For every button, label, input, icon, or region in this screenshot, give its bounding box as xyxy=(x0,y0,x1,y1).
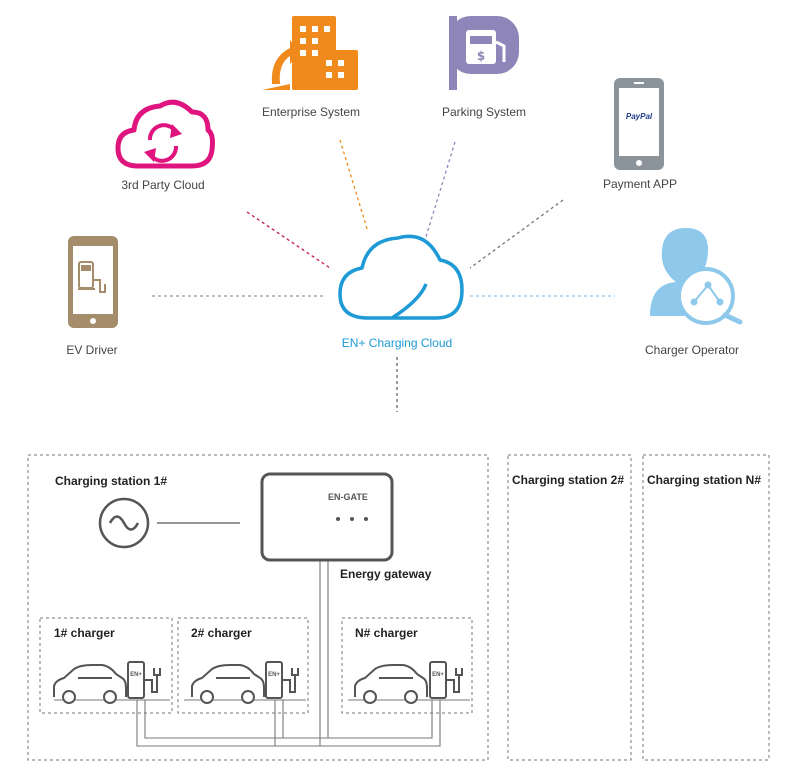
parking-label: Parking System xyxy=(441,105,527,119)
charger-logo-text: EN+ xyxy=(130,672,142,678)
station-n-frame xyxy=(642,454,770,761)
charger-logo-text: EN+ xyxy=(432,672,444,678)
station-n-title: Charging station N# xyxy=(647,473,762,487)
station-1-frame xyxy=(27,454,489,761)
station-2-title: Charging station 2# xyxy=(512,473,625,487)
link-third-party xyxy=(246,211,331,269)
link-enterprise xyxy=(339,139,369,233)
charging-pile-icon xyxy=(265,661,299,699)
charger-n-frame xyxy=(341,617,473,714)
gateway-badge: EN-GATE xyxy=(328,492,368,502)
car-icon xyxy=(354,664,428,704)
link-payment xyxy=(469,199,564,269)
gateway-caption: Energy gateway xyxy=(340,567,432,581)
operator-label: Charger Operator xyxy=(644,343,740,357)
charging-pile-icon xyxy=(429,661,463,699)
charging-cloud-label: EN+ Charging Cloud xyxy=(341,336,453,350)
charger-1-frame xyxy=(39,617,173,714)
link-parking xyxy=(424,141,456,241)
car-icon xyxy=(53,664,127,704)
charger-2-title: 2# charger xyxy=(191,626,252,640)
payment-label: Payment APP xyxy=(602,177,678,191)
car-icon xyxy=(191,664,265,704)
enterprise-label: Enterprise System xyxy=(261,105,361,119)
paypal-logo: PayPal xyxy=(625,112,653,121)
charger-1-title: 1# charger xyxy=(54,626,115,640)
third-party-label: 3rd Party Cloud xyxy=(121,178,205,192)
svg-text:$: $ xyxy=(477,49,485,63)
station-1-title: Charging station 1# xyxy=(55,474,168,488)
charger-2-frame xyxy=(177,617,309,714)
ev-driver-label: EV Driver xyxy=(66,343,118,357)
charger-n-title: N# charger xyxy=(355,626,418,640)
charging-pile-icon xyxy=(127,661,161,699)
station-2-frame xyxy=(507,454,632,761)
charger-logo-text: EN+ xyxy=(268,672,280,678)
